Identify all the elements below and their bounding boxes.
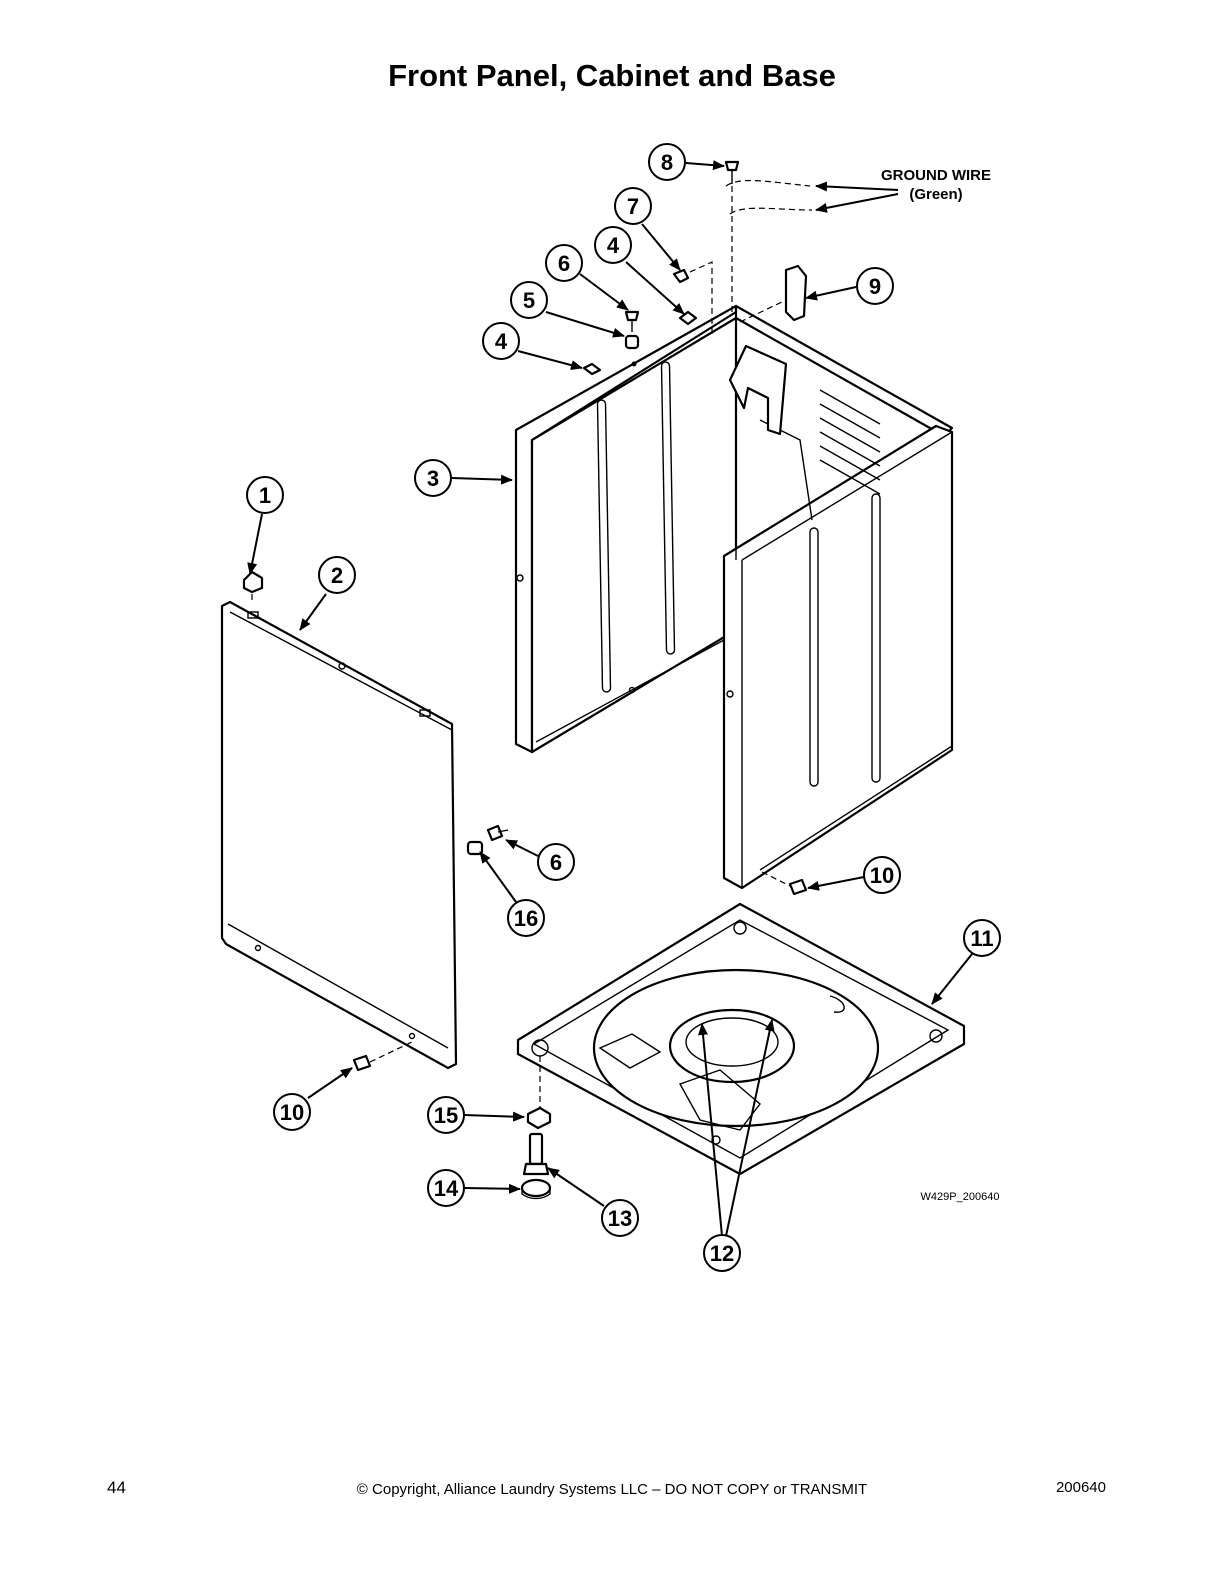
svg-text:6: 6 bbox=[550, 850, 562, 875]
svg-text:6: 6 bbox=[558, 251, 570, 276]
callout-10-right: 10 bbox=[863, 856, 901, 894]
svg-text:14: 14 bbox=[434, 1176, 459, 1201]
svg-text:4: 4 bbox=[607, 233, 620, 258]
front-panel-drawing bbox=[220, 600, 458, 1070]
svg-text:3: 3 bbox=[427, 466, 439, 491]
svg-text:11: 11 bbox=[970, 926, 993, 951]
svg-text:2: 2 bbox=[331, 563, 343, 588]
svg-text:1: 1 bbox=[259, 483, 271, 508]
cabinet-drawing bbox=[514, 304, 954, 890]
copyright-notice: © Copyright, Alliance Laundry Systems LL… bbox=[356, 1481, 868, 1498]
callout-6-upper: 6 bbox=[545, 244, 583, 282]
callout-10-left: 10 bbox=[273, 1093, 311, 1131]
page-title: Front Panel, Cabinet and Base bbox=[388, 58, 836, 93]
svg-text:8: 8 bbox=[661, 150, 673, 175]
callout-13: 13 bbox=[601, 1199, 639, 1237]
callout-3: 3 bbox=[414, 459, 452, 497]
svg-text:5: 5 bbox=[523, 288, 535, 313]
callout-2: 2 bbox=[318, 556, 356, 594]
callout-7: 7 bbox=[614, 187, 652, 225]
small-parts bbox=[242, 160, 813, 1200]
svg-text:9: 9 bbox=[869, 274, 881, 299]
svg-text:4: 4 bbox=[495, 329, 508, 354]
ground-wire-label: GROUND WIRE bbox=[881, 167, 991, 184]
svg-text:15: 15 bbox=[434, 1103, 458, 1128]
svg-text:12: 12 bbox=[710, 1241, 734, 1266]
callout-4-lower: 4 bbox=[482, 322, 520, 360]
svg-text:10: 10 bbox=[870, 863, 894, 888]
callout-14: 14 bbox=[427, 1169, 465, 1207]
callout-12: 12 bbox=[703, 1234, 741, 1272]
callout-11: 11 bbox=[963, 919, 1001, 957]
callout-8: 8 bbox=[648, 143, 686, 181]
callout-4-upper: 4 bbox=[594, 226, 632, 264]
callout-9: 9 bbox=[856, 267, 894, 305]
callout-6-lower: 6 bbox=[537, 843, 575, 881]
callout-15: 15 bbox=[427, 1096, 465, 1134]
callout-5: 5 bbox=[510, 281, 548, 319]
base-drawing bbox=[516, 902, 966, 1176]
callout-16: 16 bbox=[507, 899, 545, 937]
svg-text:16: 16 bbox=[514, 906, 538, 931]
leader-arrows bbox=[247, 160, 973, 1237]
page-number: 44 bbox=[107, 1478, 126, 1497]
drawing-code: W429P_200640 bbox=[921, 1191, 1000, 1203]
svg-text:13: 13 bbox=[608, 1206, 632, 1231]
callout-1: 1 bbox=[246, 476, 284, 514]
svg-text:10: 10 bbox=[280, 1100, 304, 1125]
document-code: 200640 bbox=[1055, 1479, 1106, 1496]
ground-wire-color-label: (Green) bbox=[909, 186, 962, 203]
svg-text:7: 7 bbox=[627, 194, 639, 219]
